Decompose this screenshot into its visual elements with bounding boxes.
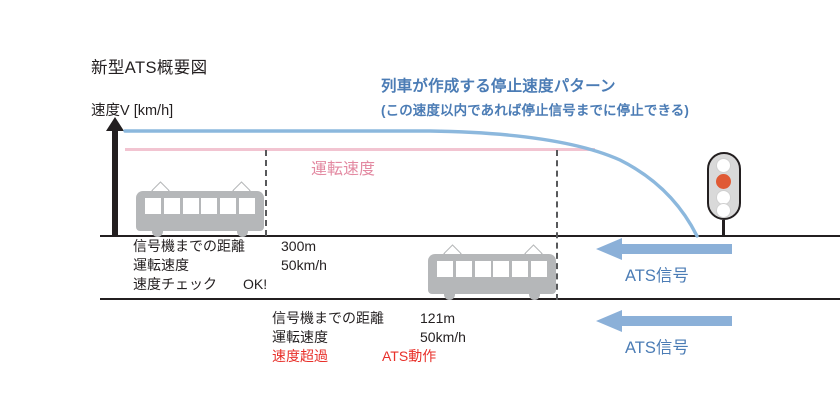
status-key: 速度超過 [272, 348, 328, 364]
status-value: 121m [420, 310, 456, 326]
train-windows [437, 261, 547, 277]
track-baseline-lower [100, 298, 840, 300]
status-value: 50km/h [281, 257, 327, 273]
ats-signal-upper: ATS信号 [596, 238, 732, 290]
operating-speed-line [125, 148, 595, 151]
status-key: 運転速度 [272, 329, 328, 345]
ats-signal-label: ATS信号 [625, 339, 689, 357]
train-wheel [444, 292, 455, 300]
train-wheel [529, 292, 540, 300]
train-lower [428, 237, 556, 300]
status-value: 50km/h [420, 329, 466, 345]
page-title: 新型ATS概要図 [91, 59, 208, 77]
signal-lamp-2-red [716, 174, 731, 189]
train-window [493, 261, 510, 277]
train-wheel [237, 229, 248, 237]
train-window [182, 198, 199, 214]
status-key: 運転速度 [133, 257, 189, 273]
stop-pattern-note-line1: 列車が作成する停止速度パターン [381, 78, 616, 95]
train-window [220, 198, 237, 214]
operating-speed-label: 運転速度 [311, 161, 376, 178]
status-key: 速度チェック [133, 276, 217, 292]
train-windows [145, 198, 255, 214]
ats-signal-label: ATS信号 [625, 267, 689, 285]
y-axis-label: 速度V [km/h] [91, 103, 174, 119]
dashed-marker-300m [265, 150, 267, 236]
railway-signal-icon [703, 152, 745, 237]
status-key: 信号機までの距離 [133, 238, 245, 254]
train-window [238, 198, 255, 214]
train-window [437, 261, 453, 277]
status-value: 300m [281, 238, 317, 254]
train-window [201, 198, 218, 214]
train-window [530, 261, 547, 277]
ats-signal-lower: ATS信号 [596, 310, 732, 362]
train-window [474, 261, 491, 277]
dashed-marker-121m [556, 150, 558, 300]
status-value: ATS動作 [382, 348, 437, 364]
stop-pattern-note: 列車が作成する停止速度パターン (この速度以内であれば停止信号までに停止できる) [381, 74, 689, 119]
signal-lamp-4 [716, 203, 731, 218]
status-key: 信号機までの距離 [272, 310, 384, 326]
train-window [163, 198, 180, 214]
status-value: OK! [243, 276, 268, 292]
arrow-left-icon [596, 310, 732, 332]
stop-pattern-note-line2: (この速度以内であれば停止信号までに停止できる) [381, 103, 689, 118]
train-window [455, 261, 472, 277]
y-axis-line [112, 125, 118, 237]
signal-post [722, 220, 725, 237]
train-window [512, 261, 529, 277]
y-axis-arrowhead [106, 117, 124, 131]
train-upper [136, 174, 264, 237]
train-wheel [152, 229, 163, 237]
train-window [145, 198, 161, 214]
signal-lamp-1 [716, 158, 731, 173]
arrow-left-icon [596, 238, 732, 260]
